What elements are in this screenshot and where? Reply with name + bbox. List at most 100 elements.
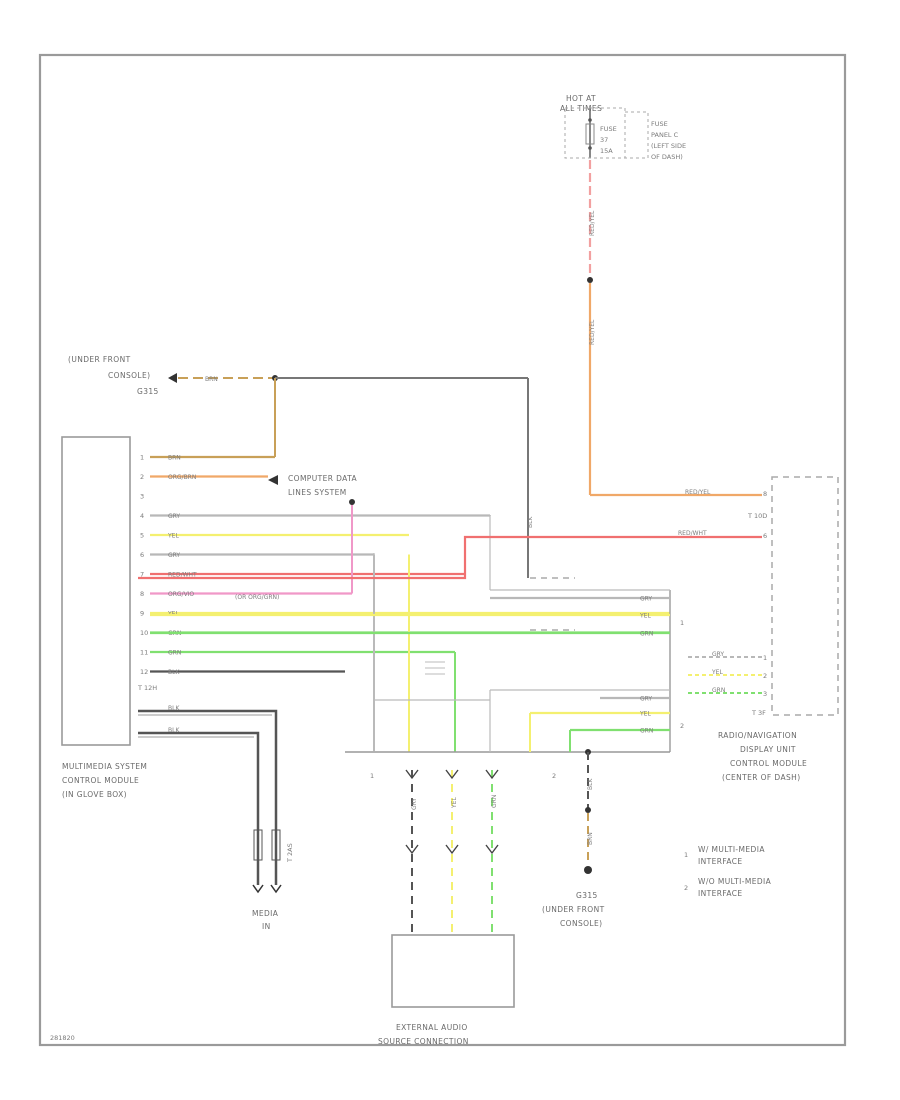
multimedia-label-1: MULTIMEDIA SYSTEM — [62, 762, 147, 771]
fuse-wire-label-2: RED/YEL — [589, 319, 596, 345]
multimedia-pin-12: 12 — [140, 668, 148, 676]
shielded-wire-label-2: BLK — [168, 727, 180, 734]
radio-module-box — [771, 476, 839, 716]
splice-block — [345, 515, 671, 753]
multimedia-pin-7: 7 — [140, 571, 144, 579]
hot-at-label-2: ALL TIMES — [560, 104, 602, 113]
splice-wire-label-2: YEL — [639, 613, 651, 620]
fuse-symbol — [564, 107, 626, 159]
shielded-wires — [138, 709, 282, 894]
legend-text-1a: W/ MULTI-MEDIA — [698, 845, 765, 854]
multimedia-wire-label-8: ORG/VIO — [168, 591, 194, 598]
radio-label-1: RADIO/NAVIGATION — [718, 731, 797, 740]
legend-text-2b: INTERFACE — [698, 889, 743, 898]
multimedia-pin-5: 5 — [140, 532, 144, 540]
fuse-wire-label-1: RED/YEL — [589, 210, 596, 236]
splice-wire-label-5: YEL — [639, 711, 651, 718]
splice-wire-label-4: GRY — [640, 696, 652, 703]
figure-id: 281820 — [50, 1034, 75, 1042]
multimedia-wire-label-6: GRY — [168, 552, 180, 559]
fuse-panel-label-1: FUSE — [651, 120, 668, 128]
computer-data-label-1: COMPUTER DATA — [288, 474, 358, 483]
media-in-connector: T 2AS — [286, 843, 294, 863]
multimedia-pin-6: 6 — [140, 551, 144, 559]
radio-pin-top-2: 6 — [763, 532, 767, 540]
ground-bottom-symbol — [584, 749, 592, 874]
multimedia-module-box — [61, 436, 131, 746]
multimedia-pin-11: 11 — [140, 649, 148, 657]
multimedia-pin-8: 8 — [140, 590, 144, 598]
ground-top-symbol — [168, 373, 529, 578]
radio-wire-bottom-2: YEL — [711, 669, 723, 676]
multimedia-wire-label-11: GRN — [168, 650, 181, 657]
hot-at-label-1: HOT AT — [566, 94, 596, 103]
multimedia-wire-label-2: ORG/BRN — [168, 474, 196, 481]
lower-wire-gry: GRY — [411, 798, 418, 810]
external-audio-label-2: SOURCE CONNECTION — [378, 1037, 469, 1046]
computer-data-splice — [349, 499, 355, 505]
radio-input-wires — [138, 535, 762, 694]
connector-marker-2: 2 — [552, 772, 556, 780]
ground-bottom-label-3: CONSOLE) — [560, 919, 602, 928]
legend-text-2a: W/O MULTI-MEDIA — [698, 877, 772, 886]
radio-pin-bottom-3: 3 — [763, 690, 767, 698]
media-in-label-2: IN — [262, 922, 271, 931]
multimedia-pin-9: 9 — [140, 610, 144, 618]
radio-label-2: DISPLAY UNIT — [740, 745, 796, 754]
multimedia-pin-10: 10 — [140, 629, 148, 637]
radio-wire-bottom-3: GRN — [712, 687, 725, 694]
multimedia-wire-label-5: YEL — [167, 533, 179, 540]
multimedia-pin-3: 3 — [140, 493, 144, 501]
fuse-panel-label-3: (LEFT SIDE — [651, 142, 686, 150]
lower-wire-yel: YEL — [451, 797, 458, 809]
ground-top-label-2: CONSOLE) — [108, 371, 150, 380]
multimedia-extra-wire: (OR ORG/GRN) — [235, 594, 279, 601]
lower-wire-blk: BLK — [587, 778, 594, 790]
radio-wire-top-2: RED/WHT — [678, 530, 707, 537]
fuse-panel-label-4: OF DASH) — [651, 153, 683, 161]
external-audio-wires — [405, 769, 499, 935]
splice-marker-1: 1 — [680, 619, 684, 627]
ground-top-label-1: (UNDER FRONT — [68, 355, 131, 364]
multimedia-pin-4: 4 — [140, 512, 144, 520]
lower-wire-brn: BRN — [587, 832, 594, 845]
diagram-frame — [38, 53, 847, 1047]
external-audio-box — [391, 934, 515, 1008]
splice-wire-label-1: GRY — [640, 596, 652, 603]
multimedia-connector: T 12H — [137, 684, 157, 692]
fuse-name: FUSE — [600, 125, 617, 133]
multimedia-label-2: CONTROL MODULE — [62, 776, 139, 785]
multimedia-wire-label-4: GRY — [168, 513, 180, 520]
wire-fuse-feed — [587, 160, 762, 497]
ground-top-wire: BRN — [205, 376, 218, 383]
fuse-panel-label-2: PANEL C — [651, 131, 679, 139]
radio-wire-top-1: RED/YEL — [685, 489, 711, 496]
multimedia-pin-2: 2 — [140, 473, 144, 481]
fuse-amps: 15A — [600, 147, 613, 155]
radio-pin-top-1: 8 — [763, 490, 767, 498]
splice-wire-label-3: GRN — [640, 631, 653, 638]
multimedia-wire-label-7: RED/WHT — [168, 572, 197, 579]
radio-pin-bottom-1: 1 — [763, 654, 767, 662]
radio-connector-bottom: T 3F — [751, 709, 766, 717]
radio-label-3: CONTROL MODULE — [730, 759, 807, 768]
legend-marker-2: 2 — [684, 884, 688, 892]
legend-text-1b: INTERFACE — [698, 857, 743, 866]
splice-marker-2: 2 — [680, 722, 684, 730]
computer-data-label-2: LINES SYSTEM — [288, 488, 347, 497]
computer-data-arrow — [268, 475, 278, 485]
radio-connector-top: T 10D — [747, 512, 767, 520]
splice-wires: GRY YEL GRN GRY YEL GRN — [150, 596, 670, 752]
multimedia-wire-label-1: BRN — [168, 455, 181, 462]
splice-wire-label-blk-top: BLK — [527, 516, 534, 528]
legend-marker-1: 1 — [684, 851, 688, 859]
radio-label-4: (CENTER OF DASH) — [722, 773, 801, 782]
external-audio-label-1: EXTERNAL AUDIO — [396, 1023, 468, 1032]
media-in-label-1: MEDIA — [252, 909, 279, 918]
lower-wire-grn: GRN — [491, 795, 498, 808]
radio-wire-bottom-1: GRY — [712, 651, 724, 658]
connector-marker-1: 1 — [370, 772, 374, 780]
radio-pin-bottom-2: 2 — [763, 672, 767, 680]
